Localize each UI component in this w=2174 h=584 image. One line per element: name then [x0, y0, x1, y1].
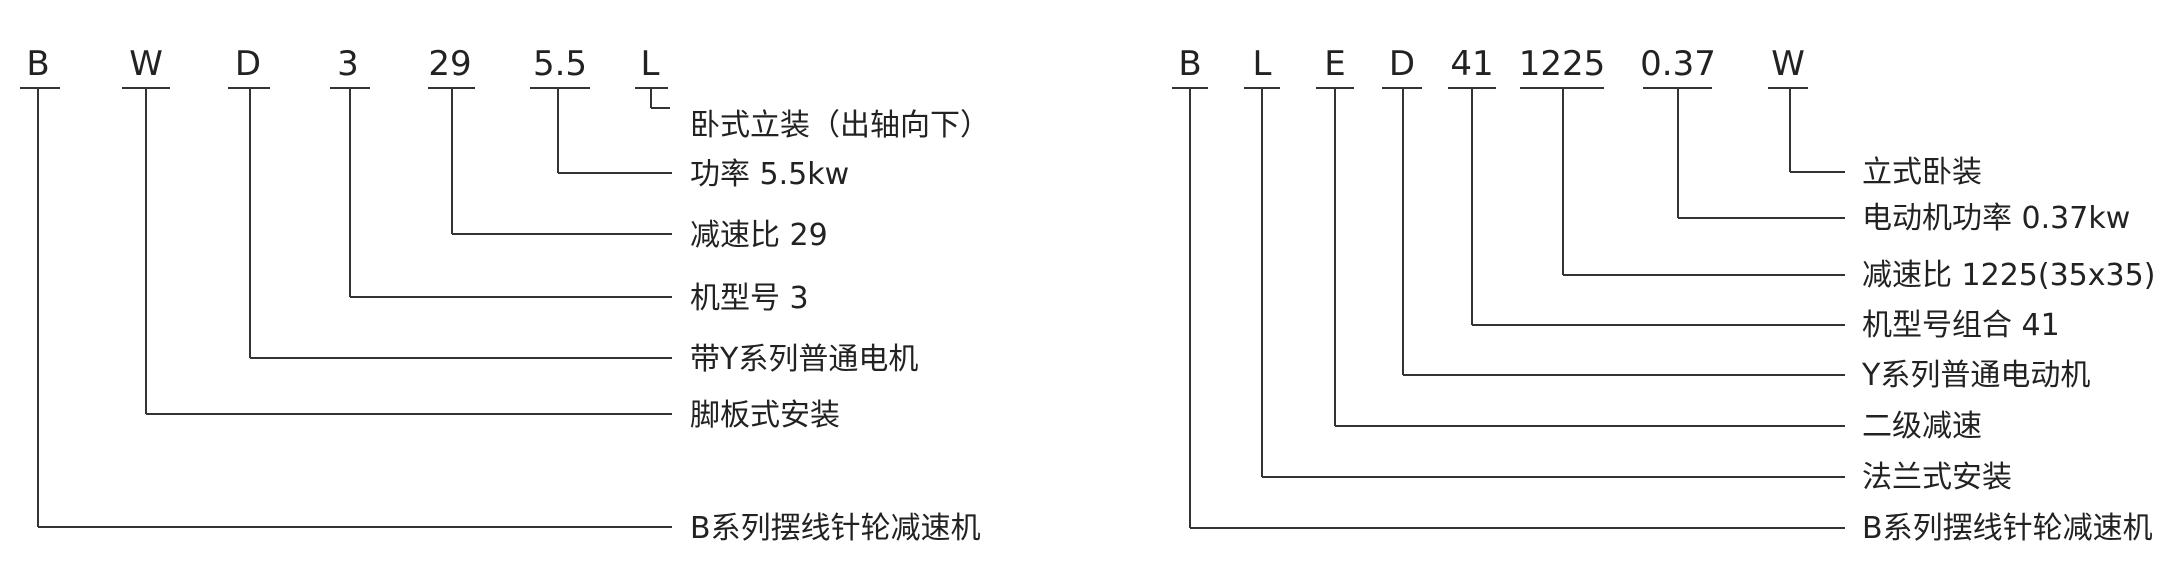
code-description: 减速比 29 — [690, 218, 828, 253]
code-segment: D — [1389, 44, 1415, 84]
code-description: 功率 5.5kw — [690, 157, 849, 192]
code-description: Y系列普通电动机 — [1861, 358, 2090, 393]
code-description: B系列摆线针轮减速机 — [1862, 511, 2153, 546]
diagram-right: B L E D 41 1225 0.37 W — [1172, 44, 2155, 546]
code-segment: 29 — [428, 44, 471, 84]
code-description: B系列摆线针轮减速机 — [690, 511, 981, 546]
code-description: 电动机功率 0.37kw — [1862, 201, 2130, 236]
code-segment: 0.37 — [1640, 44, 1716, 84]
code-segment: W — [1771, 44, 1805, 84]
code-segment: E — [1324, 44, 1345, 84]
diagram-left: B W D 3 29 5.5 L — [20, 44, 990, 546]
code-segment: 3 — [337, 44, 359, 84]
code-description: 法兰式安装 — [1862, 460, 2012, 495]
code-description: 脚板式安装 — [690, 398, 840, 433]
code-segment: B — [1178, 44, 1201, 84]
code-segment: L — [1253, 44, 1272, 84]
code-description: 卧式立装（出轴向下） — [690, 108, 990, 143]
code-segment: 1225 — [1519, 44, 1606, 84]
code-segment: B — [26, 44, 49, 84]
code-description: 机型号 3 — [690, 281, 809, 316]
code-description: 减速比 1225(35x35) — [1862, 258, 2155, 293]
code-description: 机型号组合 41 — [1862, 308, 2060, 343]
code-segment: 41 — [1450, 44, 1493, 84]
code-description: 立式卧装 — [1862, 155, 1982, 190]
code-segment: 5.5 — [533, 44, 587, 84]
code-segment: W — [129, 44, 163, 84]
code-segment: L — [641, 44, 660, 84]
code-segment: D — [235, 44, 261, 84]
code-description: 二级减速 — [1862, 409, 1982, 444]
code-description: 带Y系列普通电机 — [690, 342, 918, 377]
